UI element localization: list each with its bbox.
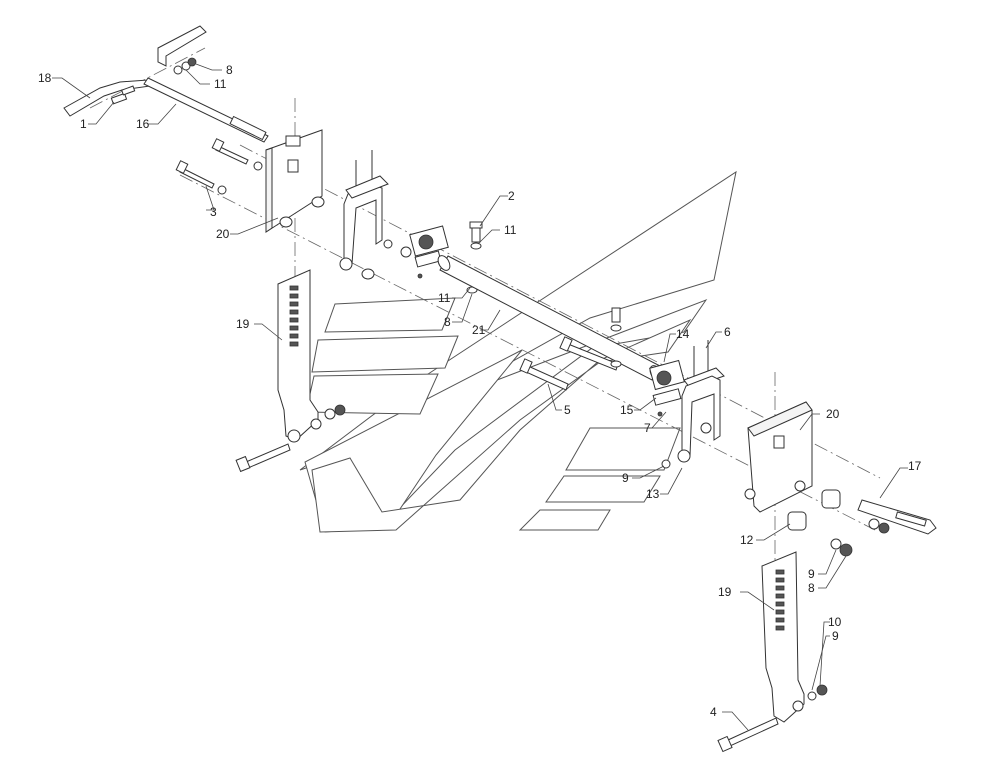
callout-5: 5 [564,403,571,417]
callout-4: 4 [710,705,717,719]
callout-leaders [52,63,908,731]
callout-8: 8 [808,581,815,595]
part-3-bolt [175,138,263,195]
callout-10: 10 [828,615,842,629]
part-20-plate-left [265,129,325,233]
callout-12: 12 [740,533,754,547]
adjustment-holes-right [775,569,785,631]
bracket-center-left [339,150,412,280]
part-8-11-washers-top [173,57,197,75]
callout-11: 11 [438,291,451,305]
callout-8: 8 [226,63,233,77]
part-19-arm-left [277,269,346,443]
callout-21: 21 [472,323,486,337]
callout-9: 9 [808,567,815,581]
part-16-link-rod [143,77,269,143]
callout-16: 16 [136,117,150,131]
callout-8: 8 [444,315,451,329]
clamp-block-right [649,359,685,417]
callout-1: 1 [80,117,87,131]
callout-19: 19 [236,317,250,331]
watermark-logo [299,170,737,533]
clamp-block-left [409,225,449,279]
part-19-arm-right [761,551,828,723]
callout-labels: 18 8 11 1 16 3 20 2 11 11 8 21 19 14 6 5… [38,63,922,719]
callout-2: 2 [508,189,515,203]
callout-11: 11 [504,223,517,237]
callout-14: 14 [676,327,690,341]
part-4-bolt [717,717,779,753]
callout-11: 11 [214,77,227,91]
callout-3: 3 [210,205,217,219]
part-17-lever [857,499,937,535]
callout-20: 20 [216,227,230,241]
callout-15: 15 [620,403,634,417]
bolt-left-arm [235,443,291,473]
callout-13: 13 [646,487,660,501]
callout-17: 17 [908,459,922,473]
callout-19: 19 [718,585,732,599]
callout-6: 6 [724,325,731,339]
adjustment-holes-left [289,285,299,347]
part-12-spacers [787,489,841,531]
callout-9: 9 [832,629,839,643]
callout-18: 18 [38,71,52,85]
part-6-bracket-right [661,340,725,469]
part-20-plate-right [744,401,813,513]
callout-20: 20 [826,407,840,421]
callout-7: 7 [644,421,651,435]
part-8-9-washers-right [830,538,853,557]
callout-9: 9 [622,471,629,485]
part-5-bolts [519,307,622,391]
part-1-bolt [110,85,136,105]
